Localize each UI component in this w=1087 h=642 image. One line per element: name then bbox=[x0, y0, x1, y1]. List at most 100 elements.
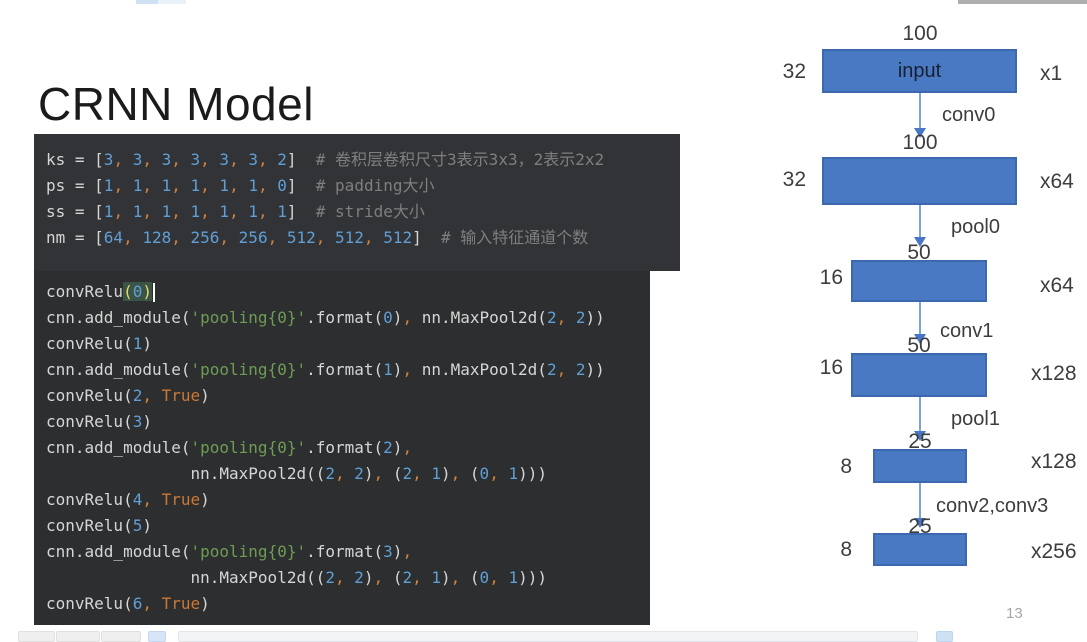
code-token: 2 bbox=[402, 568, 413, 587]
code-token: ) bbox=[142, 516, 152, 535]
box5-left-label: 8 bbox=[840, 455, 852, 478]
code-token: , bbox=[412, 464, 432, 483]
code-token: , bbox=[489, 464, 509, 483]
code-token: 'pooling{0}' bbox=[190, 438, 307, 457]
code-token: .format( bbox=[306, 438, 384, 457]
code-token: , bbox=[142, 594, 162, 613]
code-token: True bbox=[161, 594, 201, 613]
code-token: 2 bbox=[277, 150, 287, 169]
code-token: 2 bbox=[402, 464, 413, 483]
code-token: ) bbox=[363, 464, 374, 483]
code-token: , bbox=[335, 464, 355, 483]
code-token: , bbox=[219, 228, 239, 247]
page-title: CRNN Model bbox=[38, 77, 314, 130]
code-token: , bbox=[450, 464, 470, 483]
box3-left-label: 16 bbox=[819, 266, 843, 289]
code-token: 2 bbox=[354, 568, 364, 587]
code-token: 5 bbox=[132, 516, 143, 535]
code-token: , bbox=[229, 202, 249, 221]
code-token: convRelu( bbox=[46, 516, 133, 535]
bottom-edge-artifact bbox=[18, 631, 55, 642]
code-token: )) bbox=[585, 308, 605, 327]
code-token: ) bbox=[200, 386, 210, 405]
bottom-edge-artifact bbox=[936, 631, 953, 642]
code-token: 1 bbox=[431, 568, 441, 587]
code-token: cnn.add_module( bbox=[46, 438, 191, 457]
code-token: 4 bbox=[132, 490, 143, 509]
code-token: , bbox=[267, 228, 287, 247]
code-token: 2 bbox=[325, 464, 335, 483]
code-token: , bbox=[373, 464, 393, 483]
layer-box-conv3-out bbox=[873, 533, 967, 566]
top-left-edge-artifact bbox=[136, 0, 158, 4]
code-token: 2 bbox=[546, 308, 557, 327]
code-token: 1 bbox=[219, 202, 230, 221]
bottom-edge-artifact bbox=[178, 631, 918, 642]
code-token: cnn.add_module( bbox=[46, 308, 191, 327]
code-line: convRelu(5) bbox=[46, 513, 650, 539]
code-token: 2 bbox=[546, 360, 557, 379]
code-token: , bbox=[142, 490, 162, 509]
code-token: convRelu bbox=[46, 282, 124, 301]
code-token: True bbox=[161, 386, 201, 405]
code-token: convRelu( bbox=[46, 412, 133, 431]
code-token: 1 bbox=[103, 176, 114, 195]
box5-top-label: 25 bbox=[908, 430, 932, 453]
layer-box-conv0-out bbox=[822, 157, 1017, 205]
code-token: 1 bbox=[508, 568, 519, 587]
code-token: , bbox=[113, 176, 133, 195]
code-token: 128 bbox=[142, 228, 172, 247]
code-token: ] bbox=[412, 228, 422, 247]
code-token: ) bbox=[142, 334, 152, 353]
code-token: , bbox=[113, 202, 133, 221]
code-line: nn.MaxPool2d((2, 2), (2, 1), (0, 1))) bbox=[46, 461, 650, 487]
code-token: 0 bbox=[277, 176, 287, 195]
arrow-line-conv0 bbox=[919, 93, 921, 129]
arrow-line-pool0 bbox=[919, 205, 921, 238]
box6-right-label: x256 bbox=[1031, 540, 1077, 563]
code-token: , bbox=[402, 360, 422, 379]
arrow-label-conv0: conv0 bbox=[942, 104, 996, 126]
code-token: ) bbox=[392, 542, 403, 561]
code-line: convRelu(6, True) bbox=[46, 591, 650, 617]
code-token: 'pooling{0}' bbox=[190, 360, 307, 379]
box2-right-label: x64 bbox=[1040, 170, 1074, 193]
arrow-head-icon bbox=[914, 518, 926, 528]
code-token: cnn.add_module( bbox=[46, 360, 191, 379]
layer-box-pool0-out bbox=[851, 260, 987, 302]
code-token: , bbox=[402, 542, 413, 561]
code-token: # padding大小 bbox=[296, 176, 435, 195]
code-token: ) bbox=[142, 282, 152, 301]
code-token: convRelu( bbox=[46, 490, 133, 509]
code-token: , bbox=[257, 150, 278, 169]
top-left-edge-artifact-2 bbox=[158, 0, 186, 4]
code-token: , bbox=[123, 228, 143, 247]
code-token: , bbox=[489, 568, 509, 587]
code-line: cnn.add_module('pooling{0}'.format(1), n… bbox=[46, 357, 650, 383]
code-token: 2 bbox=[575, 360, 586, 379]
code-token: , bbox=[229, 176, 249, 195]
code-token: .format( bbox=[306, 308, 384, 327]
box6-left-label: 8 bbox=[840, 538, 852, 561]
code-line: convRelu(3) bbox=[46, 409, 650, 435]
code-token: , bbox=[373, 568, 393, 587]
text-cursor bbox=[152, 283, 155, 302]
code-token: 1 bbox=[161, 176, 172, 195]
code-token: , bbox=[257, 202, 278, 221]
code-token: , bbox=[450, 568, 470, 587]
code-token: 2 bbox=[383, 438, 393, 457]
box6-top-label: 25 bbox=[908, 515, 932, 538]
code-token: 64 bbox=[103, 228, 124, 247]
code-token: 1 bbox=[219, 176, 230, 195]
code-token: # 输入特征通道个数 bbox=[421, 228, 589, 247]
arrow-line-pool1 bbox=[919, 397, 921, 432]
code-token: , bbox=[142, 386, 162, 405]
code-token: 3 bbox=[383, 542, 393, 561]
code-token: ] bbox=[286, 176, 297, 195]
code-token: 1 bbox=[103, 202, 114, 221]
code-token: .format( bbox=[306, 360, 384, 379]
code-token: 3 bbox=[132, 412, 143, 431]
code-token: 1 bbox=[132, 202, 143, 221]
code-token: nn.MaxPool2d( bbox=[421, 308, 547, 327]
